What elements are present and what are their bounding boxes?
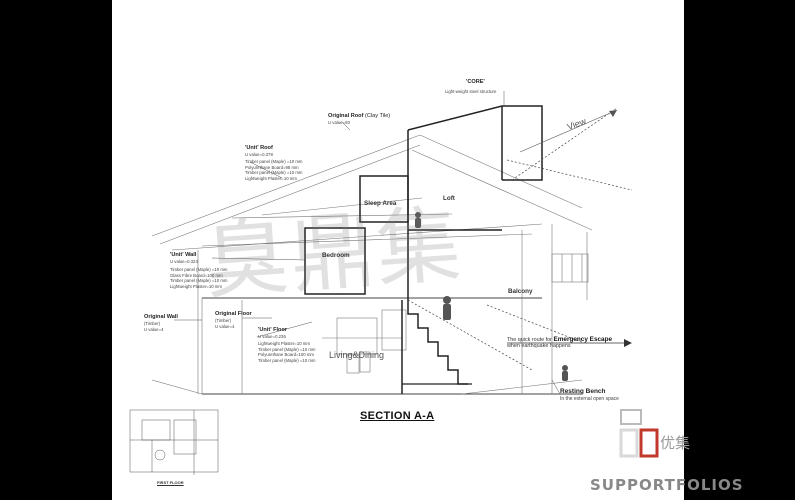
room-loft: Loft <box>443 195 455 202</box>
original-roof-title: Original Roof (Clay Tile) <box>328 113 391 119</box>
original-floor-title: Original Floor <box>215 311 252 317</box>
unit-roof-uvalue: U value=0.378 <box>245 152 273 157</box>
drawing-sheet: 臭鼎集 'CORE' Light-weight steel structure … <box>112 0 684 500</box>
unit-floor-title: 'Unit' Floor <box>258 327 288 333</box>
unit-floor-uvalue: U value=0.236 <box>258 334 286 339</box>
escape-note: The quick route for Emergency Escape whe… <box>507 336 613 349</box>
watermark-text: 臭鼎集 <box>201 195 466 311</box>
room-sleep-area: Sleep Area <box>364 200 397 207</box>
section-drawing <box>129 91 633 475</box>
original-wall-material: (Timber) <box>144 321 161 326</box>
room-balcony: Balcony <box>508 288 533 295</box>
unit-wall-uvalue: U value=0.323 <box>170 259 198 264</box>
original-floor-uvalue: U value=4 <box>215 324 235 329</box>
original-wall-title: Original Wall <box>144 314 178 320</box>
brand-english-name: SUPPORTFOLIOS <box>590 476 744 494</box>
room-living-dining: Living&Dining <box>329 350 385 360</box>
original-roof-uvalue: U value=93 <box>328 120 350 125</box>
plan-caption: FIRST FLOOR <box>157 480 184 485</box>
room-bedroom: Bedroom <box>322 252 350 259</box>
brand-chinese-name: 优集 <box>660 434 691 452</box>
core-subtitle: Light-weight steel structure <box>445 89 497 94</box>
original-floor-material: (Timber) <box>215 318 232 323</box>
section-title: SECTION A-A <box>360 410 435 422</box>
unit-roof-title: 'Unit' Roof <box>245 145 273 151</box>
original-wall-uvalue: U value=4 <box>144 327 164 332</box>
brand-logo-icon <box>619 409 659 458</box>
bench-title: Resting Bench <box>560 388 606 395</box>
unit-wall-title: 'Unit' Wall <box>170 252 197 258</box>
bench-subtitle: In the external open space <box>560 396 619 402</box>
core-title: 'CORE' <box>466 79 485 85</box>
